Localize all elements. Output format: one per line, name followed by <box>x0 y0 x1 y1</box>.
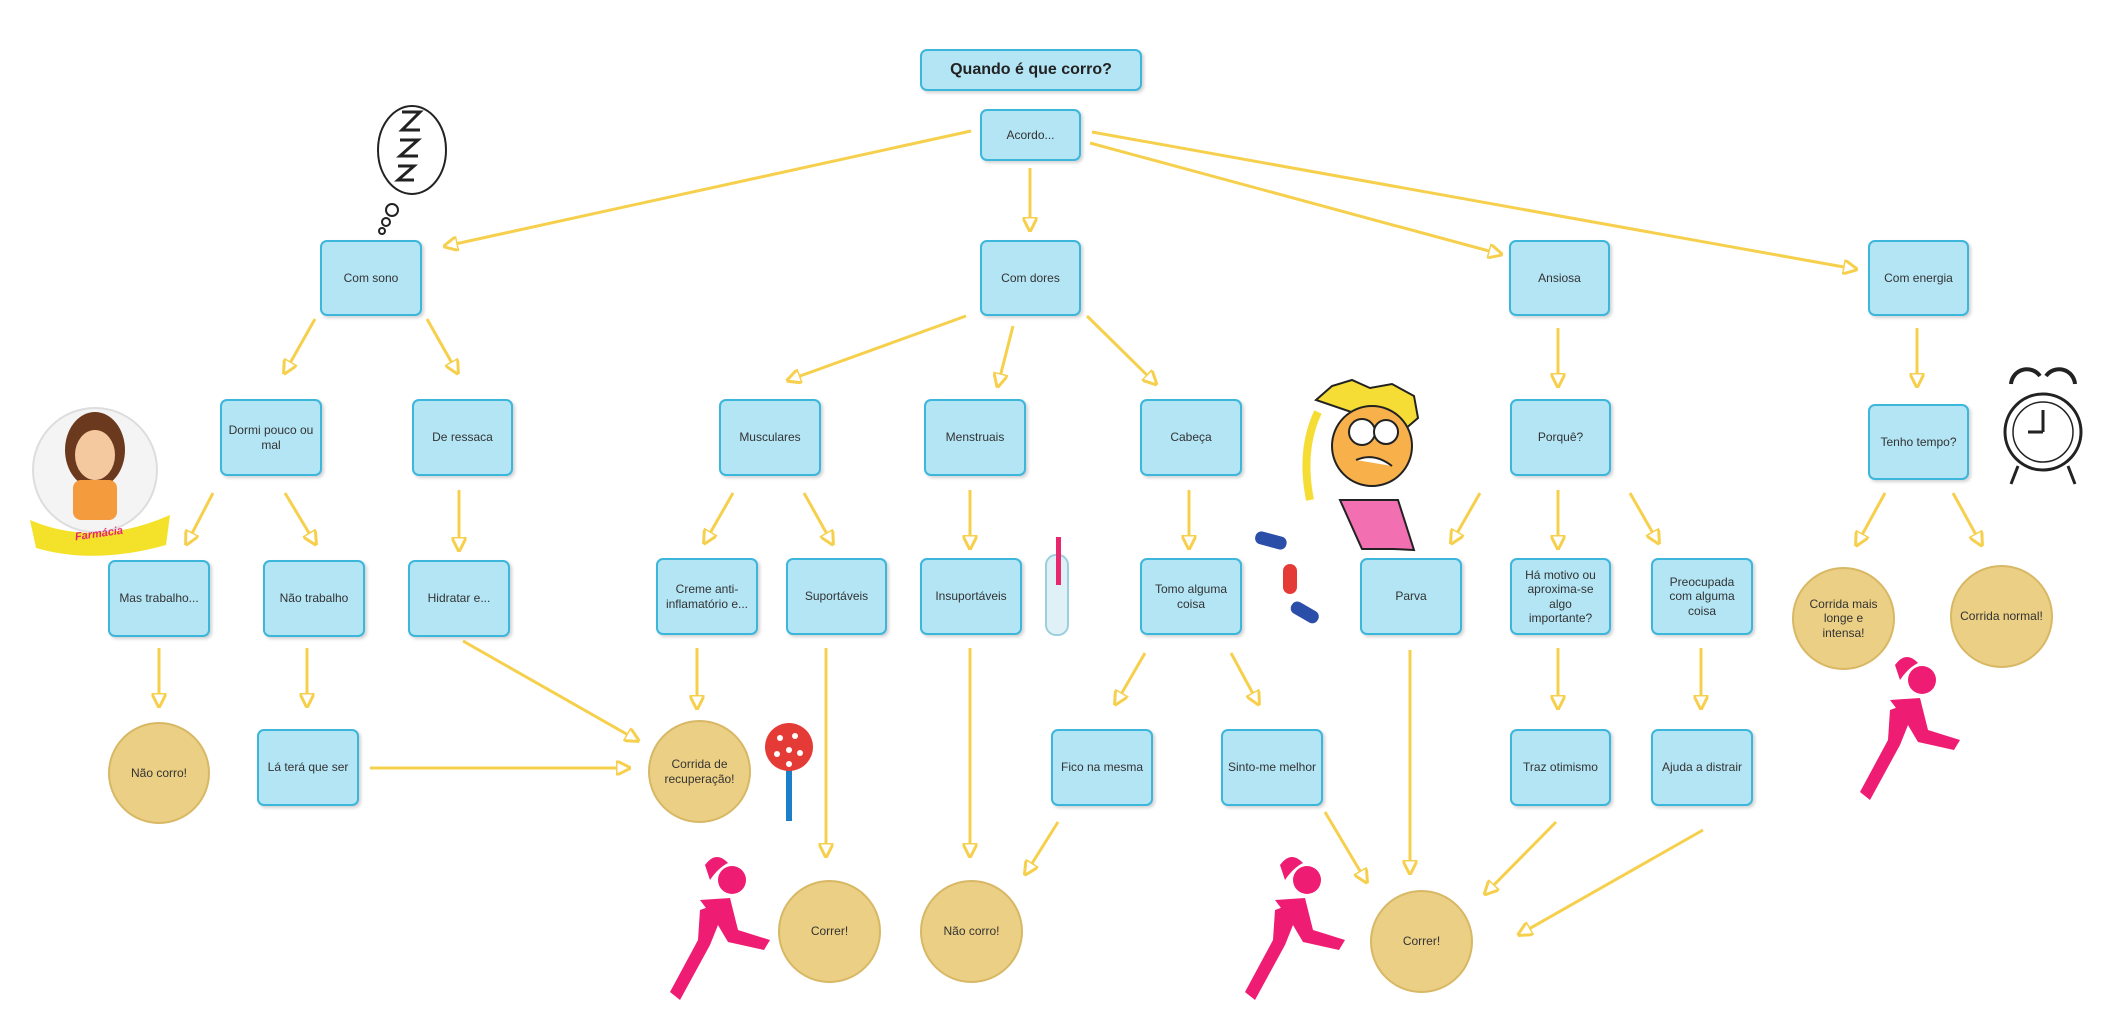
node-porque: Porquê? <box>1510 399 1611 476</box>
result-correr: Correr! <box>778 880 881 983</box>
result-corrida-longe: Corrida mais longe e intensa! <box>1792 567 1895 670</box>
node-parva: Parva <box>1360 558 1462 635</box>
arrow <box>446 129 972 246</box>
node-de-ressaca: De ressaca <box>412 399 513 476</box>
arrow <box>1857 492 1887 544</box>
runner-icon <box>1245 856 1345 1000</box>
result-nao-corro: Não corro! <box>108 722 210 824</box>
arrow <box>1116 652 1147 703</box>
arrow <box>1026 821 1060 873</box>
node-com-energia: Com energia <box>1868 240 1969 316</box>
arrow <box>1091 130 1855 269</box>
arrow <box>789 314 967 380</box>
result-corrida-normal: Corrida normal! <box>1950 565 2053 668</box>
arrow <box>1229 652 1258 703</box>
node-insuportaveis: Insuportáveis <box>920 558 1022 635</box>
crying-girl-icon <box>1302 378 1420 552</box>
arrow <box>1452 492 1482 542</box>
arrow <box>1089 141 1500 254</box>
sleep-zzz-icon <box>377 105 447 235</box>
alarm-clock-icon <box>2003 367 2083 485</box>
arrow <box>998 325 1015 385</box>
arrow <box>1951 492 1981 544</box>
node-menstruais: Menstruais <box>924 399 1026 476</box>
node-ansiosa: Ansiosa <box>1509 240 1610 316</box>
node-sinto-me-melhor: Sinto-me melhor <box>1221 729 1323 806</box>
arrow <box>1628 492 1658 542</box>
node-ha-motivo: Há motivo ou aproxima-se algo importante… <box>1510 558 1611 635</box>
node-tenho-tempo: Tenho tempo? <box>1868 404 1969 480</box>
node-dormi-pouco: Dormi pouco ou mal <box>220 399 322 476</box>
arrow <box>1085 314 1155 383</box>
node-cabeca: Cabeça <box>1140 399 1242 476</box>
arrow <box>285 318 317 372</box>
thermometer-icon <box>1045 537 1069 636</box>
node-mas-trabalho: Mas trabalho... <box>108 560 210 637</box>
arrow <box>802 492 832 543</box>
lollipop-icon <box>765 723 813 821</box>
node-creme: Creme anti-inflamatório e... <box>656 558 758 635</box>
node-fico-na-mesma: Fico na mesma <box>1051 729 1153 806</box>
arrow <box>1323 811 1366 881</box>
node-nao-trabalho: Não trabalho <box>263 560 365 637</box>
node-preocupada: Preocupada com alguma coisa <box>1651 558 1753 635</box>
node-acordo: Acordo... <box>980 109 1081 161</box>
result-nao-corro: Não corro! <box>920 880 1023 983</box>
node-com-dores: Com dores <box>980 240 1081 316</box>
node-tomo-alguma-coisa: Tomo alguma coisa <box>1140 558 1242 635</box>
result-corrida-recuperacao: Corrida de recuperação! <box>648 720 751 823</box>
result-correr: Correr! <box>1370 890 1473 993</box>
node-traz-otimismo: Traz otimismo <box>1510 729 1611 806</box>
node-hidratar: Hidratar e... <box>408 560 510 637</box>
arrow <box>705 492 735 542</box>
pharmacist-icon <box>30 407 170 556</box>
node-la-tera: Lá terá que ser <box>257 729 359 806</box>
arrow <box>425 318 457 372</box>
page-title: Quando é que corro? <box>920 49 1142 91</box>
arrow <box>1486 820 1558 893</box>
pills-icon <box>1255 531 1319 624</box>
node-suportaveis: Suportáveis <box>786 558 887 635</box>
node-com-sono: Com sono <box>320 240 422 316</box>
arrow <box>283 492 315 543</box>
node-musculares: Musculares <box>719 399 821 476</box>
arrow <box>462 639 637 740</box>
node-ajuda-distrair: Ajuda a distrair <box>1651 729 1753 806</box>
arrow <box>187 492 215 543</box>
runner-icon <box>670 856 770 1000</box>
arrow <box>1520 828 1704 934</box>
runner-icon <box>1860 656 1960 800</box>
